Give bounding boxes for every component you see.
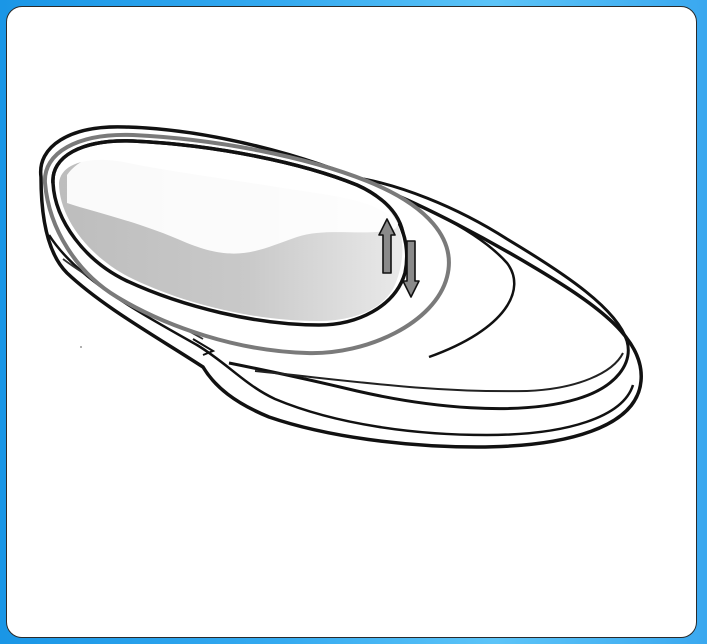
speck [80, 346, 82, 348]
illustration-card [6, 6, 697, 638]
slipper-icon [7, 7, 697, 638]
